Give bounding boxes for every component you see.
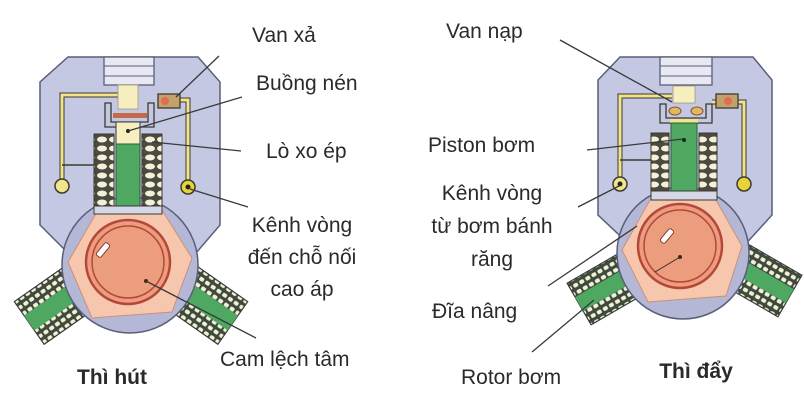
label-spring: Lò xo ép	[266, 140, 347, 163]
right-port-right	[736, 176, 752, 192]
label-compression-chamber: Buồng nén	[256, 72, 358, 95]
right-panel-title: Thì đẩy	[659, 360, 733, 383]
left-top-cap	[103, 56, 155, 86]
label-ring-channel-left-3: cao áp	[270, 278, 333, 301]
leader-spring	[151, 141, 242, 152]
label-lift-disc: Đĩa nâng	[432, 300, 517, 323]
left-spring-right	[141, 133, 163, 207]
leader-intake-valve	[559, 39, 673, 103]
leader-pump-rotor	[531, 299, 595, 353]
label-ring-channel-right-2: từ bơm bánh	[431, 215, 552, 238]
label-pump-piston: Piston bơm	[428, 134, 535, 157]
label-intake-valve: Van nạp	[446, 20, 523, 43]
right-cam-arrow-icon	[659, 228, 675, 244]
label-eccentric-cam: Cam lệch tâm	[220, 348, 350, 371]
left-spring-left	[93, 133, 115, 207]
right-spring-right	[698, 132, 718, 192]
left-piston	[115, 143, 141, 209]
right-pump	[566, 56, 803, 326]
label-ring-channel-left-1: Kênh vòng	[252, 214, 352, 237]
right-top-cap	[659, 56, 713, 86]
left-cam-arrow-icon	[95, 242, 111, 258]
left-panel-title: Thì hút	[77, 366, 147, 389]
left-pump	[13, 56, 249, 346]
leader-discharge-valve	[175, 55, 220, 98]
leader-ring-channel-right	[577, 185, 620, 208]
label-discharge-valve: Van xả	[252, 24, 316, 47]
leader-compression-chamber	[127, 96, 243, 132]
label-ring-channel-left-2: đến chỗ nối	[248, 246, 357, 269]
label-ring-channel-right-1: Kênh vòng	[442, 182, 542, 205]
left-eccentric-cam	[84, 218, 172, 306]
right-eccentric-cam	[636, 202, 724, 290]
leader-lift-disc	[547, 225, 638, 287]
leader-eccentric-cam	[145, 280, 257, 339]
left-port-left	[54, 178, 70, 194]
label-ring-channel-right-3: răng	[471, 248, 513, 271]
leader-ring-channel-left	[189, 188, 249, 208]
label-pump-rotor: Rotor bơm	[461, 366, 561, 389]
leader-pump-piston	[586, 138, 684, 151]
right-piston	[670, 122, 698, 192]
